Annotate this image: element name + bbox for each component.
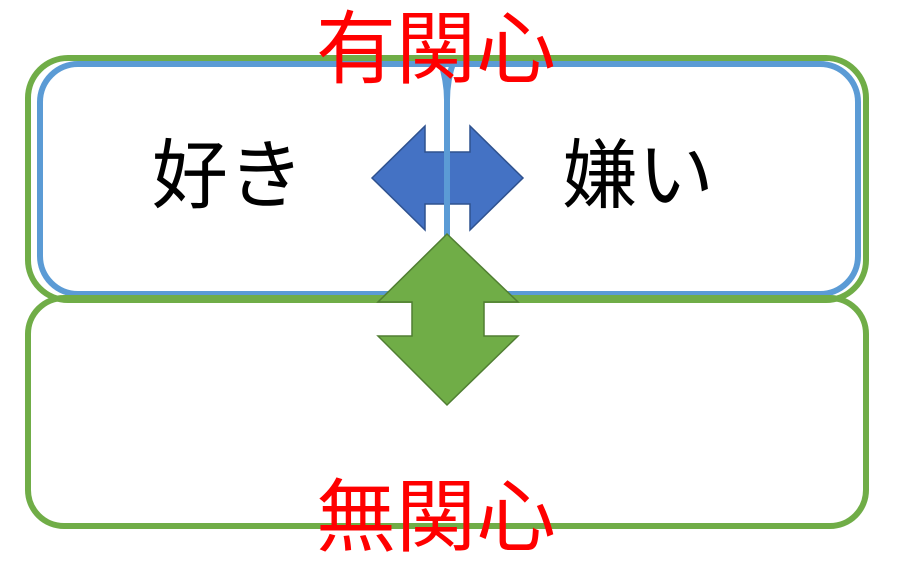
- blue-connector-line: [437, 59, 457, 230]
- label-indifference: 無関心: [316, 471, 556, 564]
- label-like: 好き: [152, 131, 304, 220]
- vertical-double-arrow: [376, 232, 520, 407]
- label-interest: 有関心: [316, 3, 556, 96]
- label-dislike: 嫌い: [562, 131, 714, 220]
